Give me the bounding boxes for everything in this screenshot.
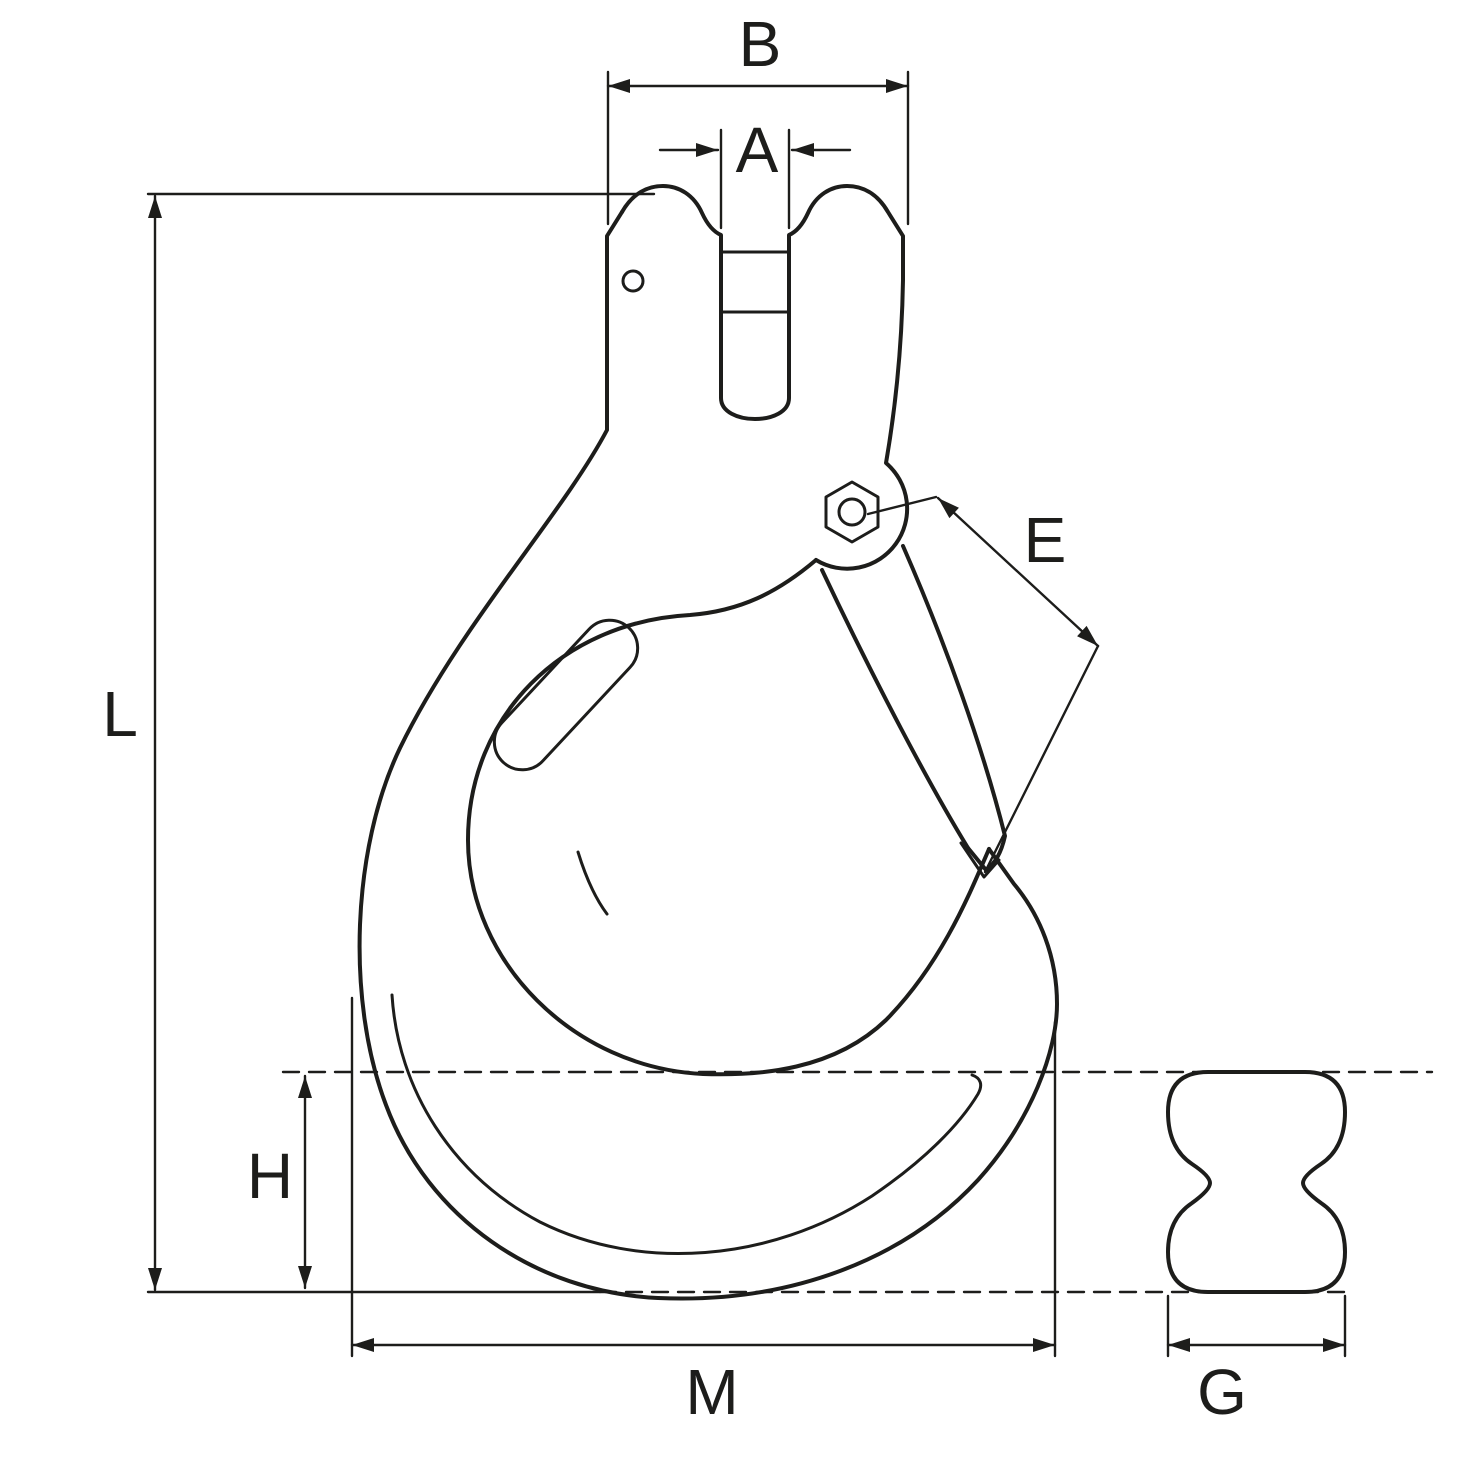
dim-label-h: H	[247, 1140, 293, 1212]
dimension-G: G	[1166, 1294, 1347, 1428]
dimension-B: B	[606, 8, 910, 226]
dim-label-b: B	[739, 8, 782, 80]
shank-hole	[621, 269, 645, 293]
dim-label-a: A	[736, 114, 779, 186]
dimension-H: H	[247, 1074, 312, 1290]
body-oblong-slot	[492, 618, 640, 772]
dim-e-leader-bottom	[983, 644, 1100, 874]
throat-detail-arc	[576, 850, 609, 916]
latch-pivot-nut	[824, 480, 880, 544]
hook-inner-bowl	[466, 558, 991, 1077]
latch-inner-edge	[820, 568, 970, 850]
latch-outer-edge	[901, 544, 1007, 872]
dim-label-g: G	[1197, 1356, 1247, 1428]
bottom-crescent-line	[390, 993, 983, 1255]
dimension-E: E	[866, 495, 1100, 874]
dimension-M: M	[350, 996, 1057, 1428]
latch-pivot-bolt	[837, 497, 867, 527]
dim-label-e: E	[1024, 504, 1067, 576]
dim-e-line	[936, 496, 1100, 648]
latch-tip-tab	[959, 841, 1001, 879]
hook-body	[357, 184, 1059, 1301]
dimension-A: A	[658, 114, 852, 230]
dim-label-m: M	[685, 1356, 738, 1428]
hook-outer-outline	[357, 210, 1059, 1301]
clevis-top-profile	[620, 184, 910, 571]
dimension-L: L	[102, 192, 656, 1294]
safety-latch	[820, 480, 1007, 879]
dim-label-l: L	[102, 678, 138, 750]
dim-e-leader-top	[866, 495, 938, 516]
chain-link-cross-section	[1166, 1070, 1347, 1294]
